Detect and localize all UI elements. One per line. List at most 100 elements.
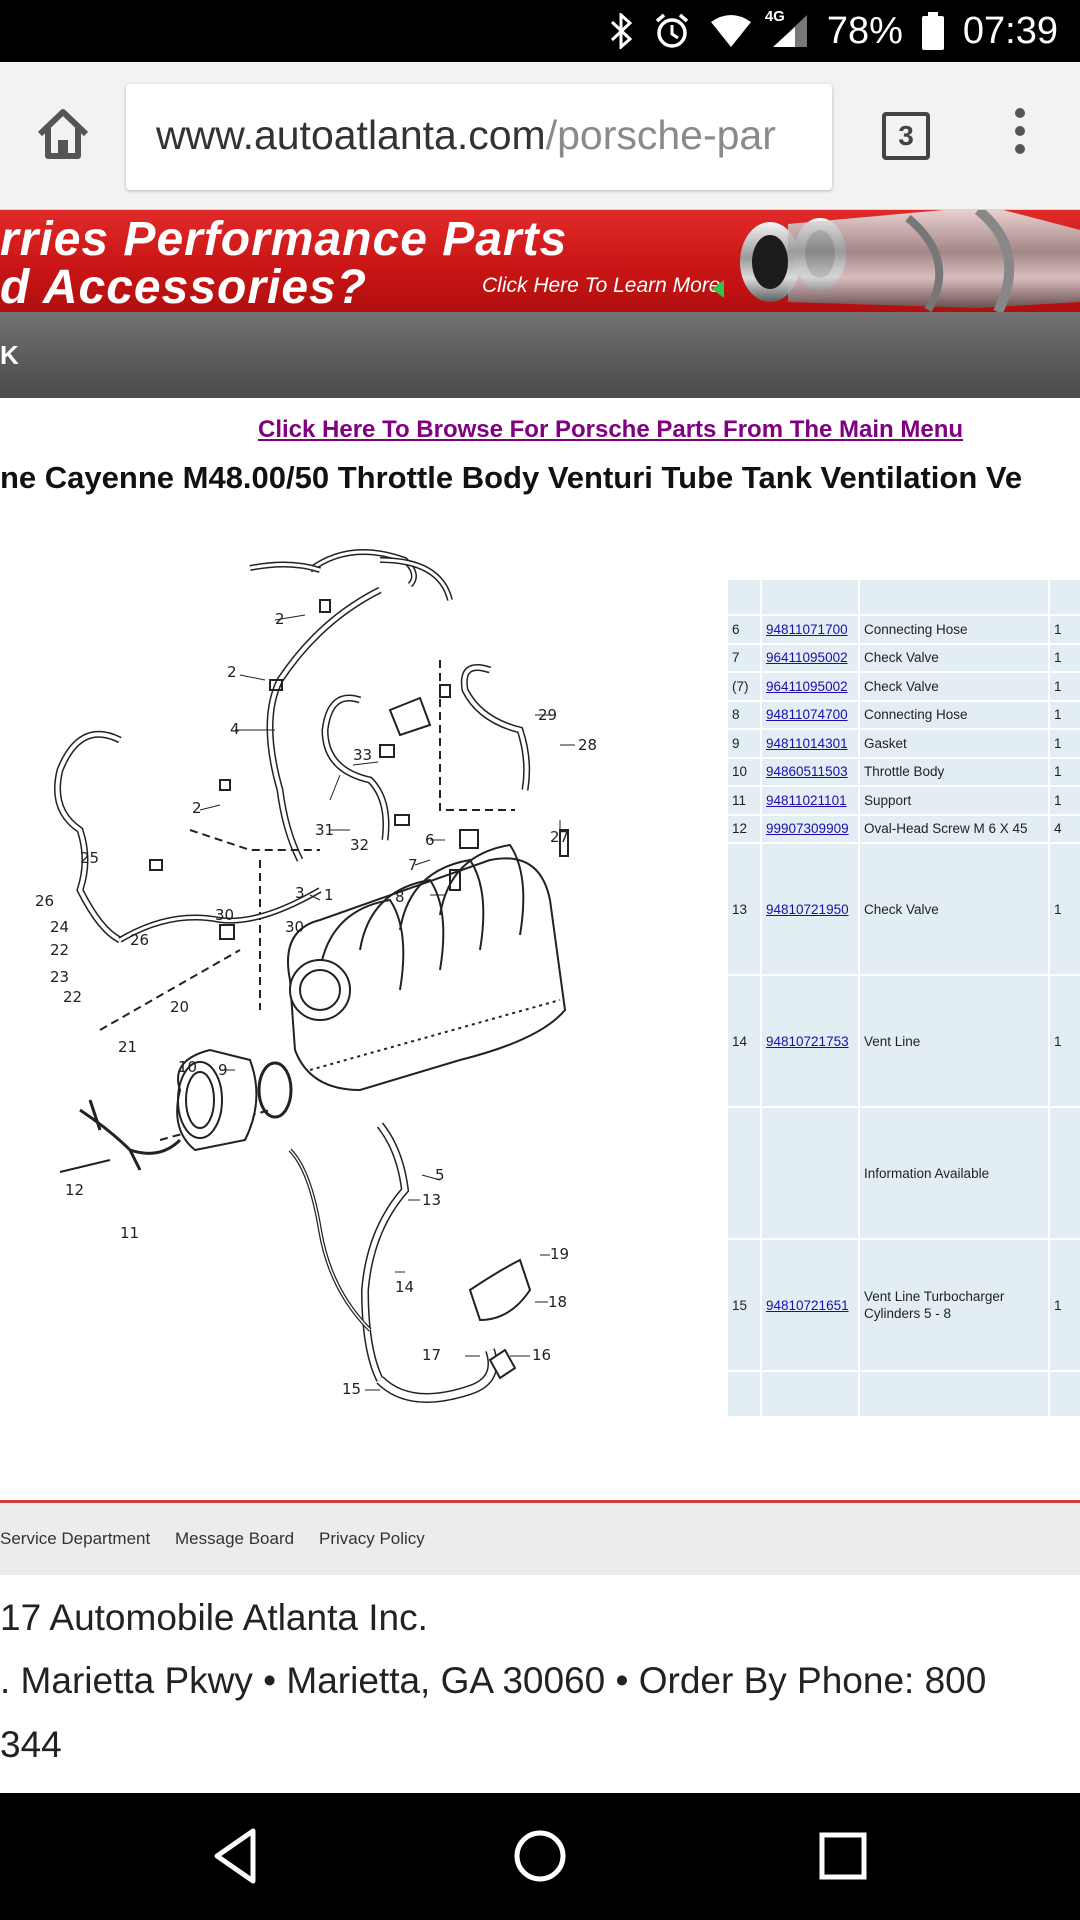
table-header-row: [728, 580, 1080, 616]
part-number-link[interactable]: 94811074700: [766, 707, 848, 723]
quantity-cell: 1: [1050, 1240, 1080, 1370]
quantity-cell-text: 1: [1054, 707, 1062, 723]
part-number-link[interactable]: 94811071700: [766, 621, 848, 637]
quantity-cell-text: 1: [1054, 1297, 1062, 1313]
system-nav-bar: [0, 1793, 1080, 1920]
callout-2a: 2: [275, 610, 285, 628]
part-number-cell: 94811014301: [762, 730, 860, 757]
part-number-cell: 94810721651: [762, 1240, 860, 1370]
callout-20: 20: [170, 998, 189, 1016]
item-number-cell-text: (7): [732, 678, 749, 694]
callout-19: 19: [550, 1245, 569, 1263]
description-cell-text: Oval-Head Screw M 6 X 45: [864, 821, 1028, 837]
item-number-cell: 12: [728, 815, 762, 842]
table-row: Information Available: [728, 1108, 1080, 1240]
quantity-cell: 4: [1050, 815, 1080, 842]
overflow-menu-icon[interactable]: [1000, 108, 1040, 168]
part-number-link[interactable]: 94860511503: [766, 764, 848, 780]
banner-cta[interactable]: Click Here To Learn More: [482, 274, 721, 297]
part-number-cell: [762, 1108, 860, 1238]
url-path: /porsche-par: [545, 112, 776, 158]
cellular-icon: 4G: [765, 0, 809, 62]
back-icon[interactable]: [205, 1823, 271, 1889]
quantity-cell: 1: [1050, 701, 1080, 728]
status-bar: 4G 78% 07:39: [0, 0, 1080, 62]
description-cell-text: Connecting Hose: [864, 707, 968, 723]
callout-30a: 30: [215, 906, 234, 924]
quantity-cell-text: 1: [1054, 1033, 1062, 1049]
footer-link-privacy[interactable]: Privacy Policy: [319, 1529, 425, 1548]
table-footer-row: [728, 1372, 1080, 1418]
description-cell-text: Check Valve: [864, 678, 939, 694]
description-cell: Oval-Head Screw M 6 X 45: [860, 815, 1050, 842]
callout-3: 3: [295, 884, 305, 902]
recents-icon[interactable]: [810, 1823, 876, 1889]
callout-2c: 2: [192, 799, 202, 817]
status-icons: 4G 78% 07:39: [609, 0, 1058, 62]
footer-link-service[interactable]: Service Department: [0, 1529, 151, 1548]
quantity-cell-text: 1: [1054, 764, 1062, 780]
callout-24: 24: [50, 918, 69, 936]
part-number-link[interactable]: 94810721950: [766, 901, 849, 917]
item-number-cell: 10: [728, 758, 762, 785]
part-number-cell: 96411095002: [762, 673, 860, 700]
battery-icon: [921, 0, 945, 62]
part-number-link[interactable]: 94810721651: [766, 1297, 849, 1313]
item-number-cell: 13: [728, 844, 762, 974]
callout-25: 25: [80, 849, 99, 867]
callout-16: 16: [532, 1346, 551, 1364]
site-nav-bar: K: [0, 312, 1080, 398]
home-circle-icon[interactable]: [507, 1823, 573, 1889]
callout-22b: 22: [63, 988, 82, 1006]
description-cell-text: Support: [864, 792, 912, 808]
quantity-cell: 1: [1050, 730, 1080, 757]
callout-15: 15: [342, 1380, 361, 1398]
nav-item[interactable]: K: [0, 340, 19, 370]
description-cell-text: Check Valve: [864, 650, 939, 666]
browse-main-menu-link[interactable]: Click Here To Browse For Porsche Parts F…: [258, 416, 964, 443]
alarm-icon: [653, 0, 691, 62]
quantity-cell-text: 4: [1054, 821, 1062, 837]
quantity-cell: 1: [1050, 644, 1080, 671]
clock: 07:39: [962, 9, 1058, 52]
quantity-cell-text: 1: [1054, 792, 1062, 808]
description-cell: Connecting Hose: [860, 616, 1050, 643]
banner-line-1: rries Performance Parts: [0, 213, 568, 266]
description-cell-text: Gasket: [864, 735, 907, 751]
callout-4: 4: [230, 720, 240, 738]
footer-link-message-board[interactable]: Message Board: [175, 1529, 295, 1548]
part-number-link[interactable]: 96411095002: [766, 650, 848, 666]
battery-percent: 78%: [826, 9, 903, 52]
item-number-cell: (7): [728, 673, 762, 700]
description-cell: Vent Line: [860, 976, 1050, 1106]
item-number-cell: 6: [728, 616, 762, 643]
cta-arrow-icon: [712, 280, 724, 298]
home-icon[interactable]: [30, 102, 96, 168]
part-number-link[interactable]: 94811021101: [766, 792, 847, 808]
part-number-link[interactable]: 99907309909: [766, 821, 849, 837]
callout-26b: 26: [130, 931, 149, 949]
description-cell-text: Connecting Hose: [864, 621, 968, 637]
url-bar[interactable]: www.autoatlanta.com/porsche-par: [126, 84, 832, 190]
parts-diagram: 2 2 2 4 33 29 28 25 26 26 24 22 23 22 21…: [35, 549, 597, 1403]
item-number-cell-text: 10: [732, 764, 748, 780]
phone-tail: 344: [0, 1724, 62, 1765]
part-number-link[interactable]: 94810721753: [766, 1033, 849, 1049]
promo-banner[interactable]: rries Performance Parts d Accessories? C…: [0, 210, 1080, 312]
part-number-link[interactable]: 96411095002: [766, 678, 848, 694]
quantity-cell: 1: [1050, 976, 1080, 1106]
callout-6: 6: [425, 831, 435, 849]
tabs-icon[interactable]: 3: [882, 112, 930, 160]
item-number-cell-text: 7: [732, 650, 740, 666]
url-text: www.autoatlanta.com/porsche-par: [156, 112, 776, 159]
description-cell-text: Information Available: [864, 1165, 990, 1181]
part-number-cell: 94811074700: [762, 701, 860, 728]
part-number-link[interactable]: 94811014301: [766, 735, 848, 751]
description-cell: Throttle Body: [860, 758, 1050, 785]
